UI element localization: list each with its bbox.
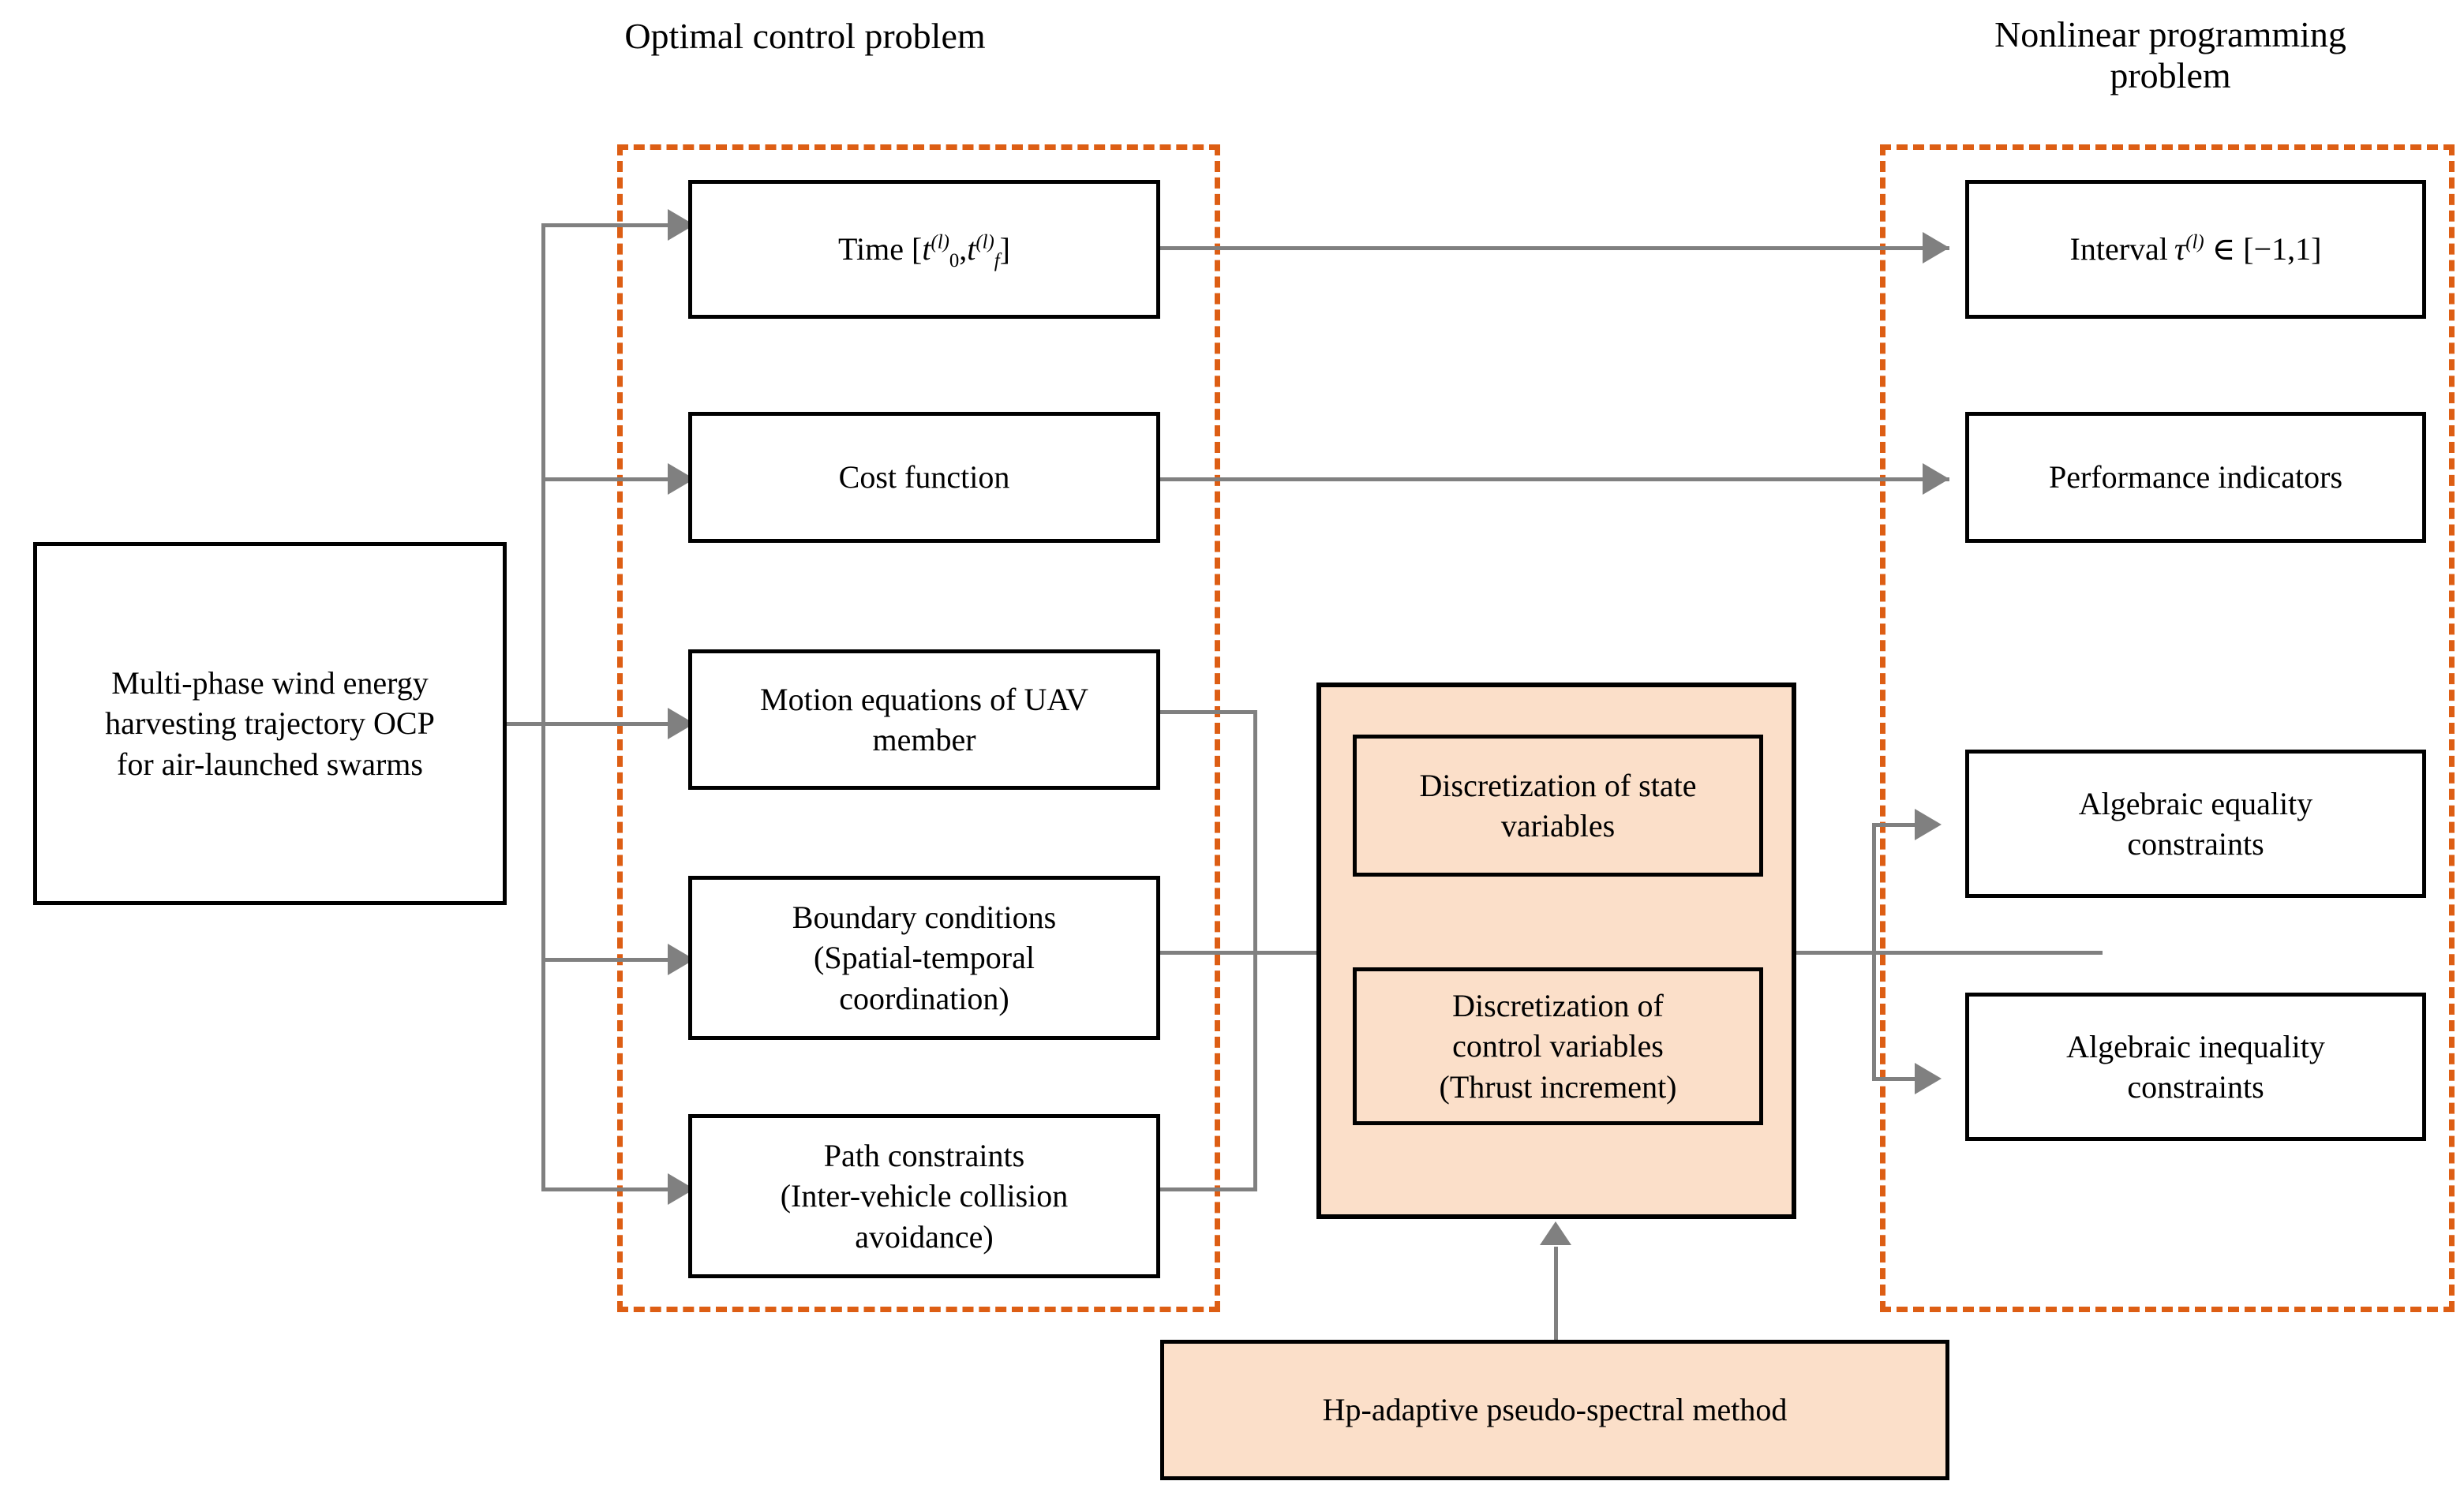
connector-right-to-equality: [1872, 823, 1929, 827]
boundary-line2: (Spatial-temporal: [814, 940, 1035, 976]
discretization-panel: Discretization of state variables Discre…: [1316, 683, 1798, 1221]
disc-state-line2: variables: [1500, 808, 1616, 843]
motion-line1: Motion equations of UAV: [760, 681, 1088, 717]
arrowhead-interval: [1923, 232, 1949, 264]
time-var2-sub: f: [994, 250, 1000, 272]
connector-time-to-interval: [1160, 246, 1949, 250]
connector-cost-to-performance: [1160, 477, 1949, 481]
discretization-control-box: Discretization of control variables (Thr…: [1353, 967, 1766, 1128]
interval-range: [−1,1]: [2243, 231, 2322, 267]
arrowhead-method-up: [1540, 1221, 1571, 1245]
arrowhead-equality: [1915, 809, 1942, 840]
arrowhead-inequality: [1915, 1063, 1942, 1094]
discretization-state-box: Discretization of state variables: [1353, 735, 1766, 879]
inequality-line2: constraints: [2127, 1069, 2264, 1105]
nlp-algebraic-equality-box: Algebraic equality constraints: [1965, 750, 2428, 900]
arrowhead-performance: [1923, 463, 1949, 495]
disc-state-line1: Discretization of state: [1419, 767, 1697, 803]
path-line3: avoidance): [855, 1218, 994, 1255]
boundary-line3: coordination): [839, 980, 1009, 1016]
method-label: Hp-adaptive pseudo-spectral method: [1322, 1392, 1788, 1428]
nlp-title-line1: Nonlinear programming: [1994, 14, 2346, 54]
time-var1-sub: 0: [949, 250, 960, 272]
nlp-performance-label: Performance indicators: [2048, 459, 2343, 496]
time-var2-sup: (l): [975, 232, 994, 254]
path-line1: Path constraints: [823, 1138, 1025, 1174]
time-suffix: ]: [999, 231, 1010, 267]
disc-control-line3: (Thrust increment): [1439, 1068, 1677, 1105]
time-var2: t: [967, 231, 976, 267]
nlp-performance-indicators-box: Performance indicators: [1965, 412, 2428, 545]
interval-var-sup: (l): [2185, 232, 2204, 254]
connector-motion-to-merge: [1160, 710, 1256, 714]
ocp-boundary-conditions-box: Boundary conditions (Spatial-temporal co…: [688, 876, 1163, 1042]
path-line2: (Inter-vehicle collision: [780, 1178, 1069, 1214]
connector-branch-time: [541, 223, 691, 227]
nlp-algebraic-inequality-box: Algebraic inequality constraints: [1965, 993, 2428, 1143]
connector-source-stub: [507, 722, 545, 726]
time-prefix: Time [: [837, 231, 923, 267]
connector-branch-cost: [541, 477, 691, 481]
ocp-motion-equations-box: Motion equations of UAV member: [688, 649, 1163, 792]
connector-branch-boundary: [541, 958, 691, 962]
equality-line2: constraints: [2127, 826, 2264, 862]
time-sep: ,: [959, 231, 968, 267]
source-label-line3: for air-launched swarms: [117, 746, 423, 782]
source-label-line2: harvesting trajectory OCP: [105, 705, 435, 742]
interval-var: τ: [2174, 231, 2186, 267]
connector-path-to-merge: [1160, 1187, 1256, 1191]
time-var1-sup: (l): [931, 232, 949, 254]
section-title-nonlinear-programming: Nonlinear programming problem: [1878, 14, 2462, 95]
method-box: Hp-adaptive pseudo-spectral method: [1160, 1340, 1952, 1483]
ocp-path-constraints-box: Path constraints (Inter-vehicle collisio…: [688, 1114, 1163, 1281]
connector-source-trunk: [541, 223, 545, 1187]
ocp-time-box: Time [t(l)0,t(l)f]: [688, 180, 1163, 321]
connector-right-to-inequality: [1872, 1077, 1929, 1081]
section-title-optimal-control: Optimal control problem: [624, 16, 986, 56]
connector-branch-path: [541, 1187, 691, 1191]
connector-method-to-discretization: [1554, 1247, 1558, 1341]
connector-branch-motion: [541, 722, 691, 726]
interval-member: ∈: [2211, 231, 2236, 267]
connector-boundary-to-merge: [1160, 951, 1256, 955]
time-var1: t: [922, 231, 931, 267]
ocp-cost-function-label: Cost function: [838, 459, 1010, 496]
motion-line2: member: [872, 722, 976, 757]
interval-prefix: Interval: [2069, 231, 2168, 267]
connector-right-split-trunk: [1872, 823, 1876, 1081]
nlp-group-frame: [1880, 144, 2455, 1312]
source-label-line1: Multi-phase wind energy: [111, 665, 429, 701]
equality-line1: Algebraic equality: [2078, 785, 2313, 821]
inequality-line1: Algebraic inequality: [2066, 1028, 2325, 1064]
disc-control-line2: control variables: [1452, 1028, 1664, 1064]
ocp-cost-function-box: Cost function: [688, 412, 1163, 545]
boundary-line1: Boundary conditions: [792, 899, 1057, 936]
disc-control-line1: Discretization of: [1452, 988, 1664, 1024]
nlp-title-line2: problem: [2110, 54, 2231, 95]
source-ocp-box: Multi-phase wind energy harvesting traje…: [33, 542, 509, 907]
ocp-time-label: Time [t(l)0,t(l)f]: [692, 229, 1156, 272]
ocp-group-frame: [617, 144, 1220, 1312]
